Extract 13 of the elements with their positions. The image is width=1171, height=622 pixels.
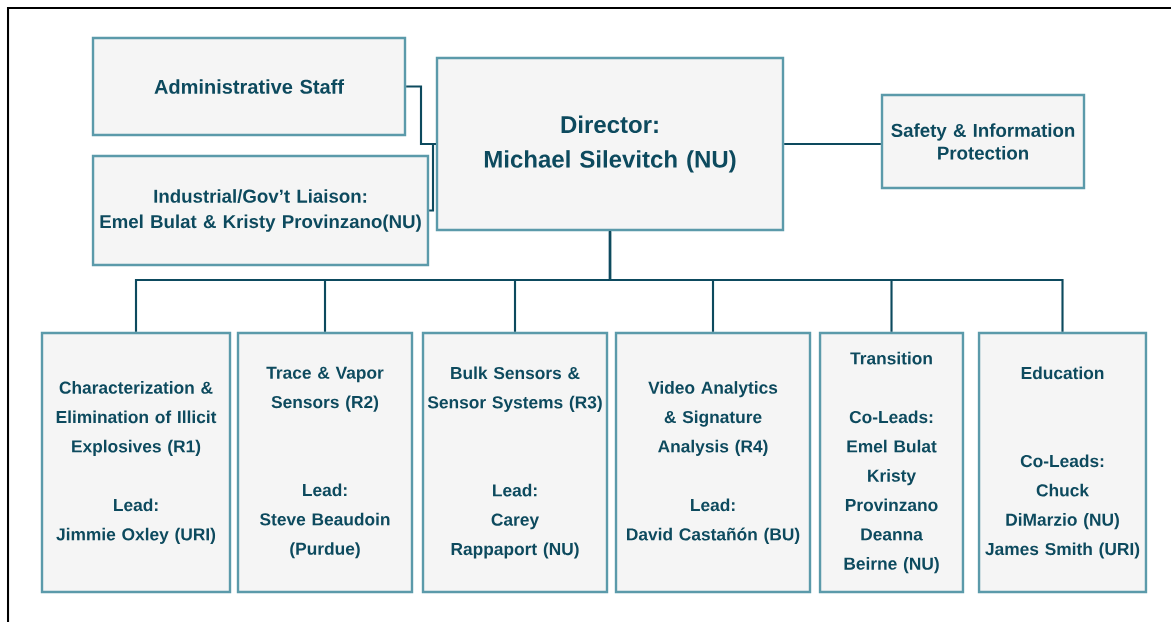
org-box: Trace & Vapor Sensors (R2) Lead: Steve Beaudoin (Purdue) [236, 331, 414, 594]
connector-line [784, 142, 881, 146]
org-box: Administrative Staff [91, 36, 407, 137]
connector-line [429, 142, 436, 212]
org-box: Video Analytics & Signature Analysis (R4) Lead: David Castañón (BU) [614, 331, 812, 594]
connector-line [608, 231, 1064, 332]
org-box: Industrial/Gov’t Liaison: Emel Bulat & Kristy Provinzano(NU) [91, 154, 430, 267]
org-box: Education Co-Leads: Chuck DiMarzio (NU) James Smith (URI) [977, 331, 1148, 594]
org-box: Transition Co-Leads: Emel Bulat Kristy Provinzano Deanna Beirne (NU) [818, 331, 965, 594]
org-box: Director: Michael Silevitch (NU) [435, 56, 785, 232]
org-box: Bulk Sensors & Sensor Systems (R3) Lead: Carey Rappaport (NU) [421, 331, 609, 594]
org-box: Characterization & Elimination of Illicit Explosives (R1) Lead: Jimmie Oxley (URI) [40, 331, 232, 594]
org-box: Safety & Information Protection [880, 93, 1086, 190]
